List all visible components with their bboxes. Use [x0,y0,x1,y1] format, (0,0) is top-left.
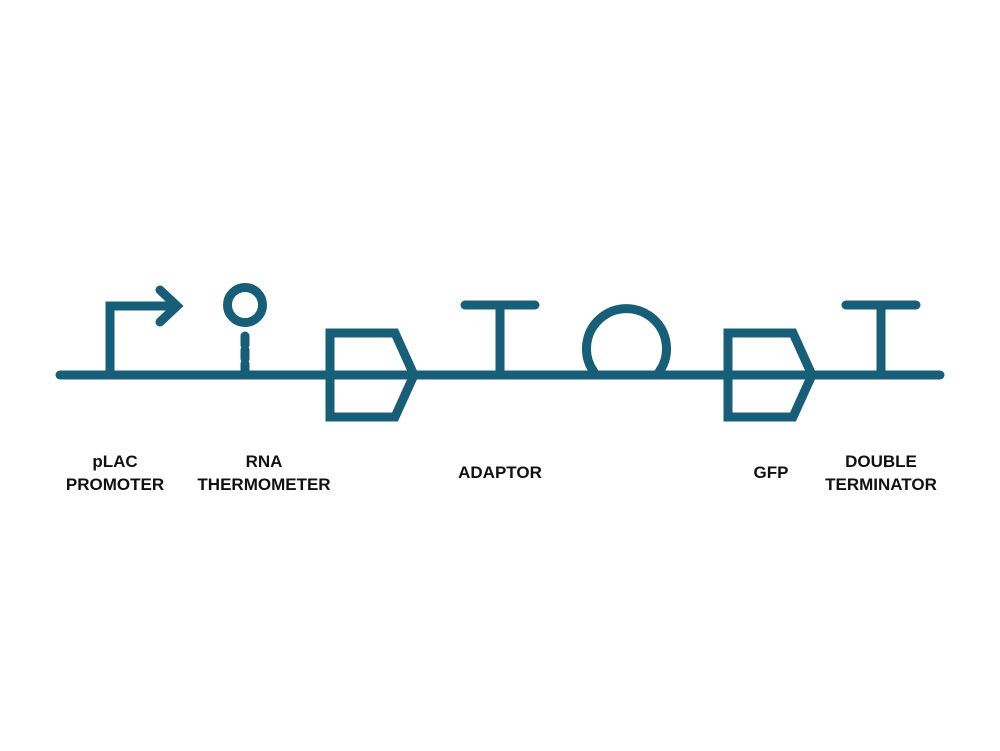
label-line: THERMOMETER [197,475,331,494]
label-line: DOUBLE [845,452,917,471]
circuit-glyphs [55,283,945,422]
aptamer-icon [223,283,267,327]
label-plac-promoter: pLAC PROMOTER [66,450,164,496]
label-adaptor: ADAPTOR [458,461,542,484]
label-line: pLAC [92,452,138,471]
label-gfp: GFP [754,461,789,484]
rbs-semicircle-icon [582,304,671,377]
cds-pentagon-icon [325,328,419,422]
label-rna-thermometer: RNA THERMOMETER [197,450,330,496]
label-line: TERMINATOR [825,475,937,494]
cds-pentagon-icon [723,328,817,422]
label-line: ADAPTOR [458,463,542,482]
label-line: RNA [245,452,283,471]
label-line: GFP [753,463,789,482]
label-line: PROMOTER [65,475,165,494]
promoter-arrow-icon [105,301,173,380]
label-double-terminator: DOUBLE TERMINATOR [825,450,937,496]
promoter-arrowhead-icon [155,285,184,327]
